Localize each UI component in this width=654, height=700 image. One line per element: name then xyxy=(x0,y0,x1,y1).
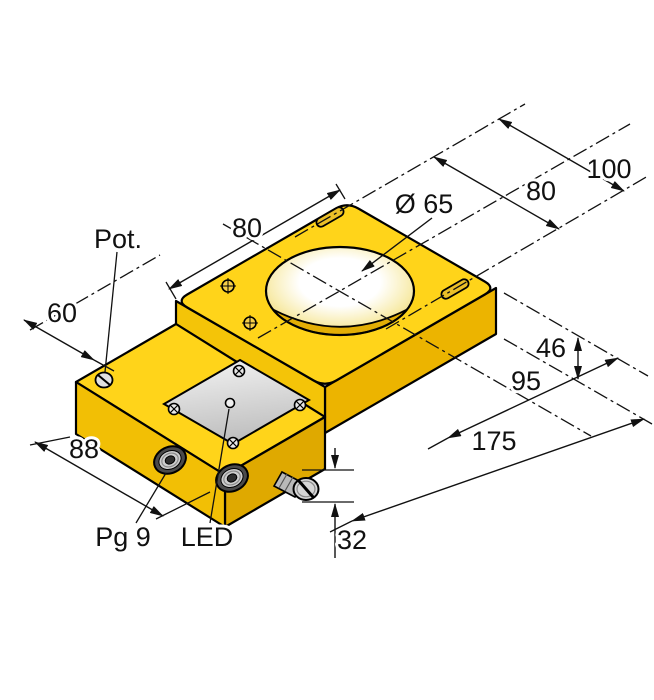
centerline-hole-b xyxy=(222,223,592,437)
label-led: LED xyxy=(181,522,234,552)
dim-label-80-left: 80 xyxy=(232,213,262,243)
leader-pg9 xyxy=(135,472,167,524)
leader-diameter xyxy=(361,217,433,272)
led-indicator xyxy=(224,397,236,409)
extension-top-edge xyxy=(503,292,649,377)
plate-screw-1 xyxy=(232,364,246,378)
dim-label-88: 88 xyxy=(69,434,99,464)
dim-label-175: 175 xyxy=(471,426,516,456)
label-pg9: Pg 9 xyxy=(95,522,151,552)
leader-led xyxy=(209,408,230,524)
dim-line-80-right xyxy=(433,156,560,230)
dim-label-60: 60 xyxy=(47,298,77,328)
leader-pot xyxy=(104,251,118,373)
dim-label-diameter: Ø 65 xyxy=(395,189,454,219)
dimensions xyxy=(23,118,645,558)
centerline-slot-top xyxy=(294,103,526,238)
ext-175 xyxy=(329,520,353,533)
plate-screw-3 xyxy=(226,436,240,450)
dim-line-60 xyxy=(23,319,95,361)
dim-label-80-right: 80 xyxy=(526,176,556,206)
label-pot: Pot. xyxy=(94,224,142,254)
dim-label-46: 46 xyxy=(536,333,566,363)
dim-line-100 xyxy=(498,118,625,192)
dim-label-32: 32 xyxy=(337,525,367,555)
ext-60 xyxy=(93,359,115,372)
dim-label-100: 100 xyxy=(586,154,631,184)
centerline-slot-right xyxy=(385,175,649,330)
cable-gland-2 xyxy=(215,463,249,493)
screw-plug xyxy=(272,470,320,501)
extension-left xyxy=(29,254,161,331)
pot-screw xyxy=(94,371,114,389)
dim-line-80-left xyxy=(168,189,341,290)
dim-line-175 xyxy=(351,418,645,522)
dim-line-88 xyxy=(34,441,164,517)
plate-screw-4 xyxy=(167,402,181,416)
labels: 100 80 Ø 65 80 Pot. 60 46 95 175 88 Pg 9… xyxy=(44,151,635,558)
head-screw-hole-2 xyxy=(242,315,258,331)
dim-label-95: 95 xyxy=(511,366,541,396)
plate-screw-2 xyxy=(293,398,307,412)
ext-32 xyxy=(302,469,354,503)
